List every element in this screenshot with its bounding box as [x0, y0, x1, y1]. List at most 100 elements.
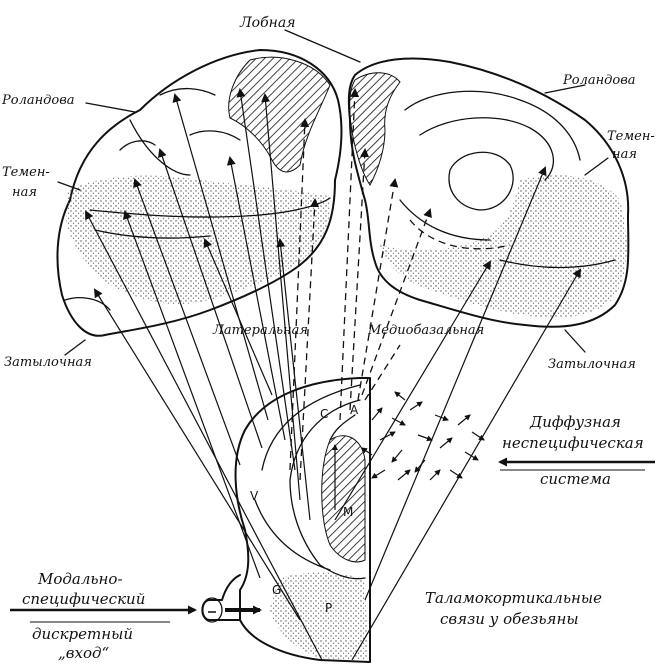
label-mediobasal: Медиобазальная: [367, 323, 484, 338]
label-occipital-right: Затылочная: [548, 357, 636, 372]
left-parietal-region: [66, 175, 331, 305]
right-medial-sulcus: [399, 199, 491, 241]
projections: [85, 88, 582, 661]
right-hemisphere: [347, 57, 630, 328]
diffuse-arrow-7: [414, 459, 426, 473]
projection-dashed-1: [289, 118, 310, 471]
projection-dashed-5: [357, 178, 399, 401]
leader-parietal-left: [57, 181, 81, 191]
label-lateral: Латеральная: [212, 323, 308, 338]
nucleus-p-region: [270, 572, 368, 660]
leader-frontal: [284, 29, 361, 63]
right-hemisphere-outline: [347, 57, 630, 328]
nucleus-c-label: C: [320, 407, 328, 421]
diffuse-arrow-5: [409, 401, 423, 411]
diffuse-arrow-10: [449, 469, 463, 479]
label-diffuse-1: Диффузная: [529, 413, 621, 431]
nucleus-a-label: A: [350, 403, 359, 417]
left-sulcus-3: [119, 140, 156, 151]
diffuse-arrow-2: [379, 431, 396, 441]
diffuse-arrow-16: [361, 447, 373, 456]
projection-lateral-1: [203, 238, 273, 396]
brainstem-entry-ellipse: [201, 597, 223, 623]
leader-parietal-right: [584, 157, 609, 176]
diffuse-arrow-17: [429, 469, 441, 481]
left-sulcus-1: [159, 87, 216, 96]
label-modal-2: специфический: [22, 590, 145, 608]
diffuse-arrows: [361, 391, 485, 481]
projection-v-to-rolandic: [133, 178, 241, 466]
label-occipital-left: Затылочная: [4, 355, 92, 370]
projection-dashed-6: [361, 208, 432, 396]
right-calcarine-sulcus: [499, 259, 616, 269]
label-parietal-left-1: Темен-: [2, 165, 50, 180]
projection-p-to-parietal: [85, 210, 323, 661]
right-thalamus-outline: [448, 151, 514, 211]
projection-lateral-4: [261, 93, 301, 501]
left-frontal-hatched-region: [228, 56, 331, 173]
left-hemisphere: [56, 49, 343, 337]
projection-g-to-parietal: [123, 210, 261, 579]
projection-v-to-frontal-1: [158, 148, 263, 449]
leader-occipital-left: [64, 339, 86, 356]
label-diffuse-3: система: [540, 470, 611, 488]
thalamus-lamina-2: [289, 399, 366, 580]
projection-p-to-occipital: [93, 288, 301, 621]
nucleus-m-region: [321, 435, 366, 563]
diffuse-arrow-3: [391, 417, 406, 426]
diffuse-arrow-15: [397, 469, 411, 481]
right-inner-dashed-arc: [409, 219, 511, 250]
diffuse-arrow-4: [391, 449, 403, 463]
nucleus-m-label: M: [343, 505, 353, 519]
thalamus-lamina-3: [254, 499, 331, 571]
diffuse-arrow-13: [471, 431, 485, 441]
projection-p-to-right-parietal: [364, 166, 547, 601]
projection-dashed-7: [364, 344, 401, 401]
label-frontal: Лобная: [239, 15, 296, 31]
diffuse-arrow-18: [394, 391, 406, 401]
thalamus-lamina-4: [329, 414, 356, 441]
projection-p-to-right-occipital: [351, 268, 582, 661]
label-modal-3: дискретный: [32, 625, 133, 643]
thalamus-outline: [234, 377, 371, 663]
caption-line-2: связи у обезьяны: [440, 610, 579, 628]
label-modal-1: Модально-: [37, 570, 123, 588]
diffuse-arrow-9: [439, 437, 453, 449]
label-rolandic-left: Роландова: [1, 93, 75, 108]
nucleus-p-label: P: [325, 601, 332, 615]
projection-v-to-frontal-2: [172, 93, 269, 421]
label-parietal-left-2: ная: [12, 185, 37, 200]
leader-rolandic-left: [85, 102, 136, 113]
left-rolandic-sulcus: [129, 119, 191, 176]
projection-lateral-3: [236, 88, 296, 471]
diffuse-arrow-12: [464, 451, 479, 461]
label-diffuse-2: неспецифическая: [502, 434, 644, 452]
projection-dashed-2: [299, 198, 320, 481]
left-sulcus-2: [94, 229, 211, 239]
diffuse-arrow-6: [417, 434, 433, 442]
nucleus-v-label: V: [250, 489, 259, 503]
right-corpus-callosum: [419, 117, 554, 181]
right-callosal-sulcus: [404, 90, 581, 161]
leader-rolandic-right: [544, 84, 586, 94]
left-hemisphere-outline: [56, 49, 343, 337]
projection-lateral-5: [276, 238, 311, 521]
brainstem-outline: [201, 574, 241, 621]
diffuse-arrow-1: [371, 407, 383, 421]
projection-lateral-2: [226, 156, 286, 441]
label-modal-4: „вход“: [58, 644, 109, 662]
left-sulcus-5: [189, 130, 241, 141]
nucleus-g-label: G: [272, 583, 281, 597]
projection-dashed-4: [349, 148, 370, 411]
leader-occipital-right: [564, 329, 586, 353]
thalamus: [201, 377, 371, 663]
projection-m-to-medial: [334, 260, 492, 521]
left-sulcus-4: [64, 297, 111, 311]
diffuse-arrow-14: [371, 469, 386, 479]
diffuse-arrow-11: [457, 414, 471, 426]
label-parietal-right-1: Темен-: [607, 129, 655, 144]
label-rolandic-right: Роландова: [562, 73, 636, 88]
caption-line-1: Таламокортикальные: [425, 589, 602, 607]
diffuse-arrow-8: [434, 414, 449, 422]
